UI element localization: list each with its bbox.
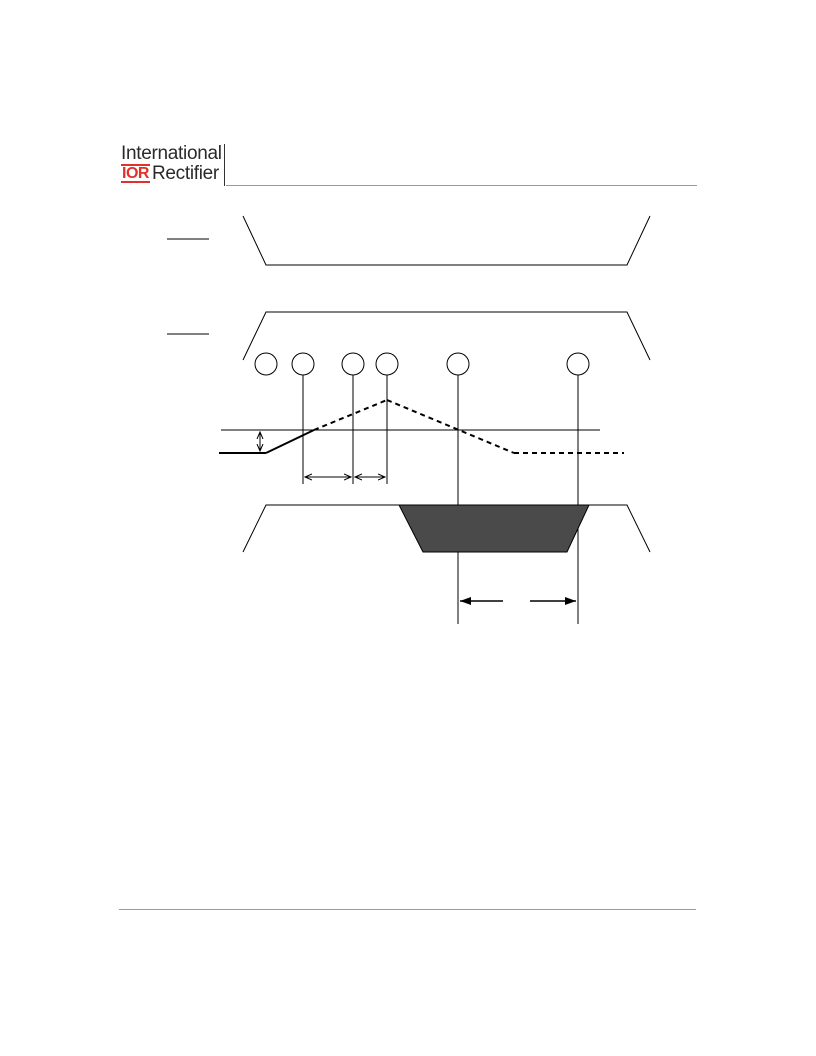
header-rule: [226, 185, 697, 186]
waveform-3: [242, 504, 651, 553]
event-marker-4: [375, 352, 399, 376]
logo-text-rectifier: Rectifier: [151, 163, 219, 184]
event-marker-3: [341, 352, 365, 376]
shaded-interval-region: [398, 504, 590, 553]
ramp-solid: [265, 429, 315, 454]
footer-rule: [119, 909, 696, 910]
event-marker-6: [566, 352, 590, 376]
logo-divider: [224, 144, 225, 186]
event-marker-5: [446, 352, 470, 376]
ramp-fall-dashed: [386, 399, 515, 454]
waveform-2: [242, 311, 651, 361]
event-marker-1: [254, 352, 278, 376]
logo-text-international: International: [121, 143, 222, 164]
waveform-1: [242, 215, 651, 266]
ramp-rise-dashed: [313, 399, 388, 431]
event-marker-2: [291, 352, 315, 376]
ior-logo-mark: IOR: [121, 164, 150, 183]
